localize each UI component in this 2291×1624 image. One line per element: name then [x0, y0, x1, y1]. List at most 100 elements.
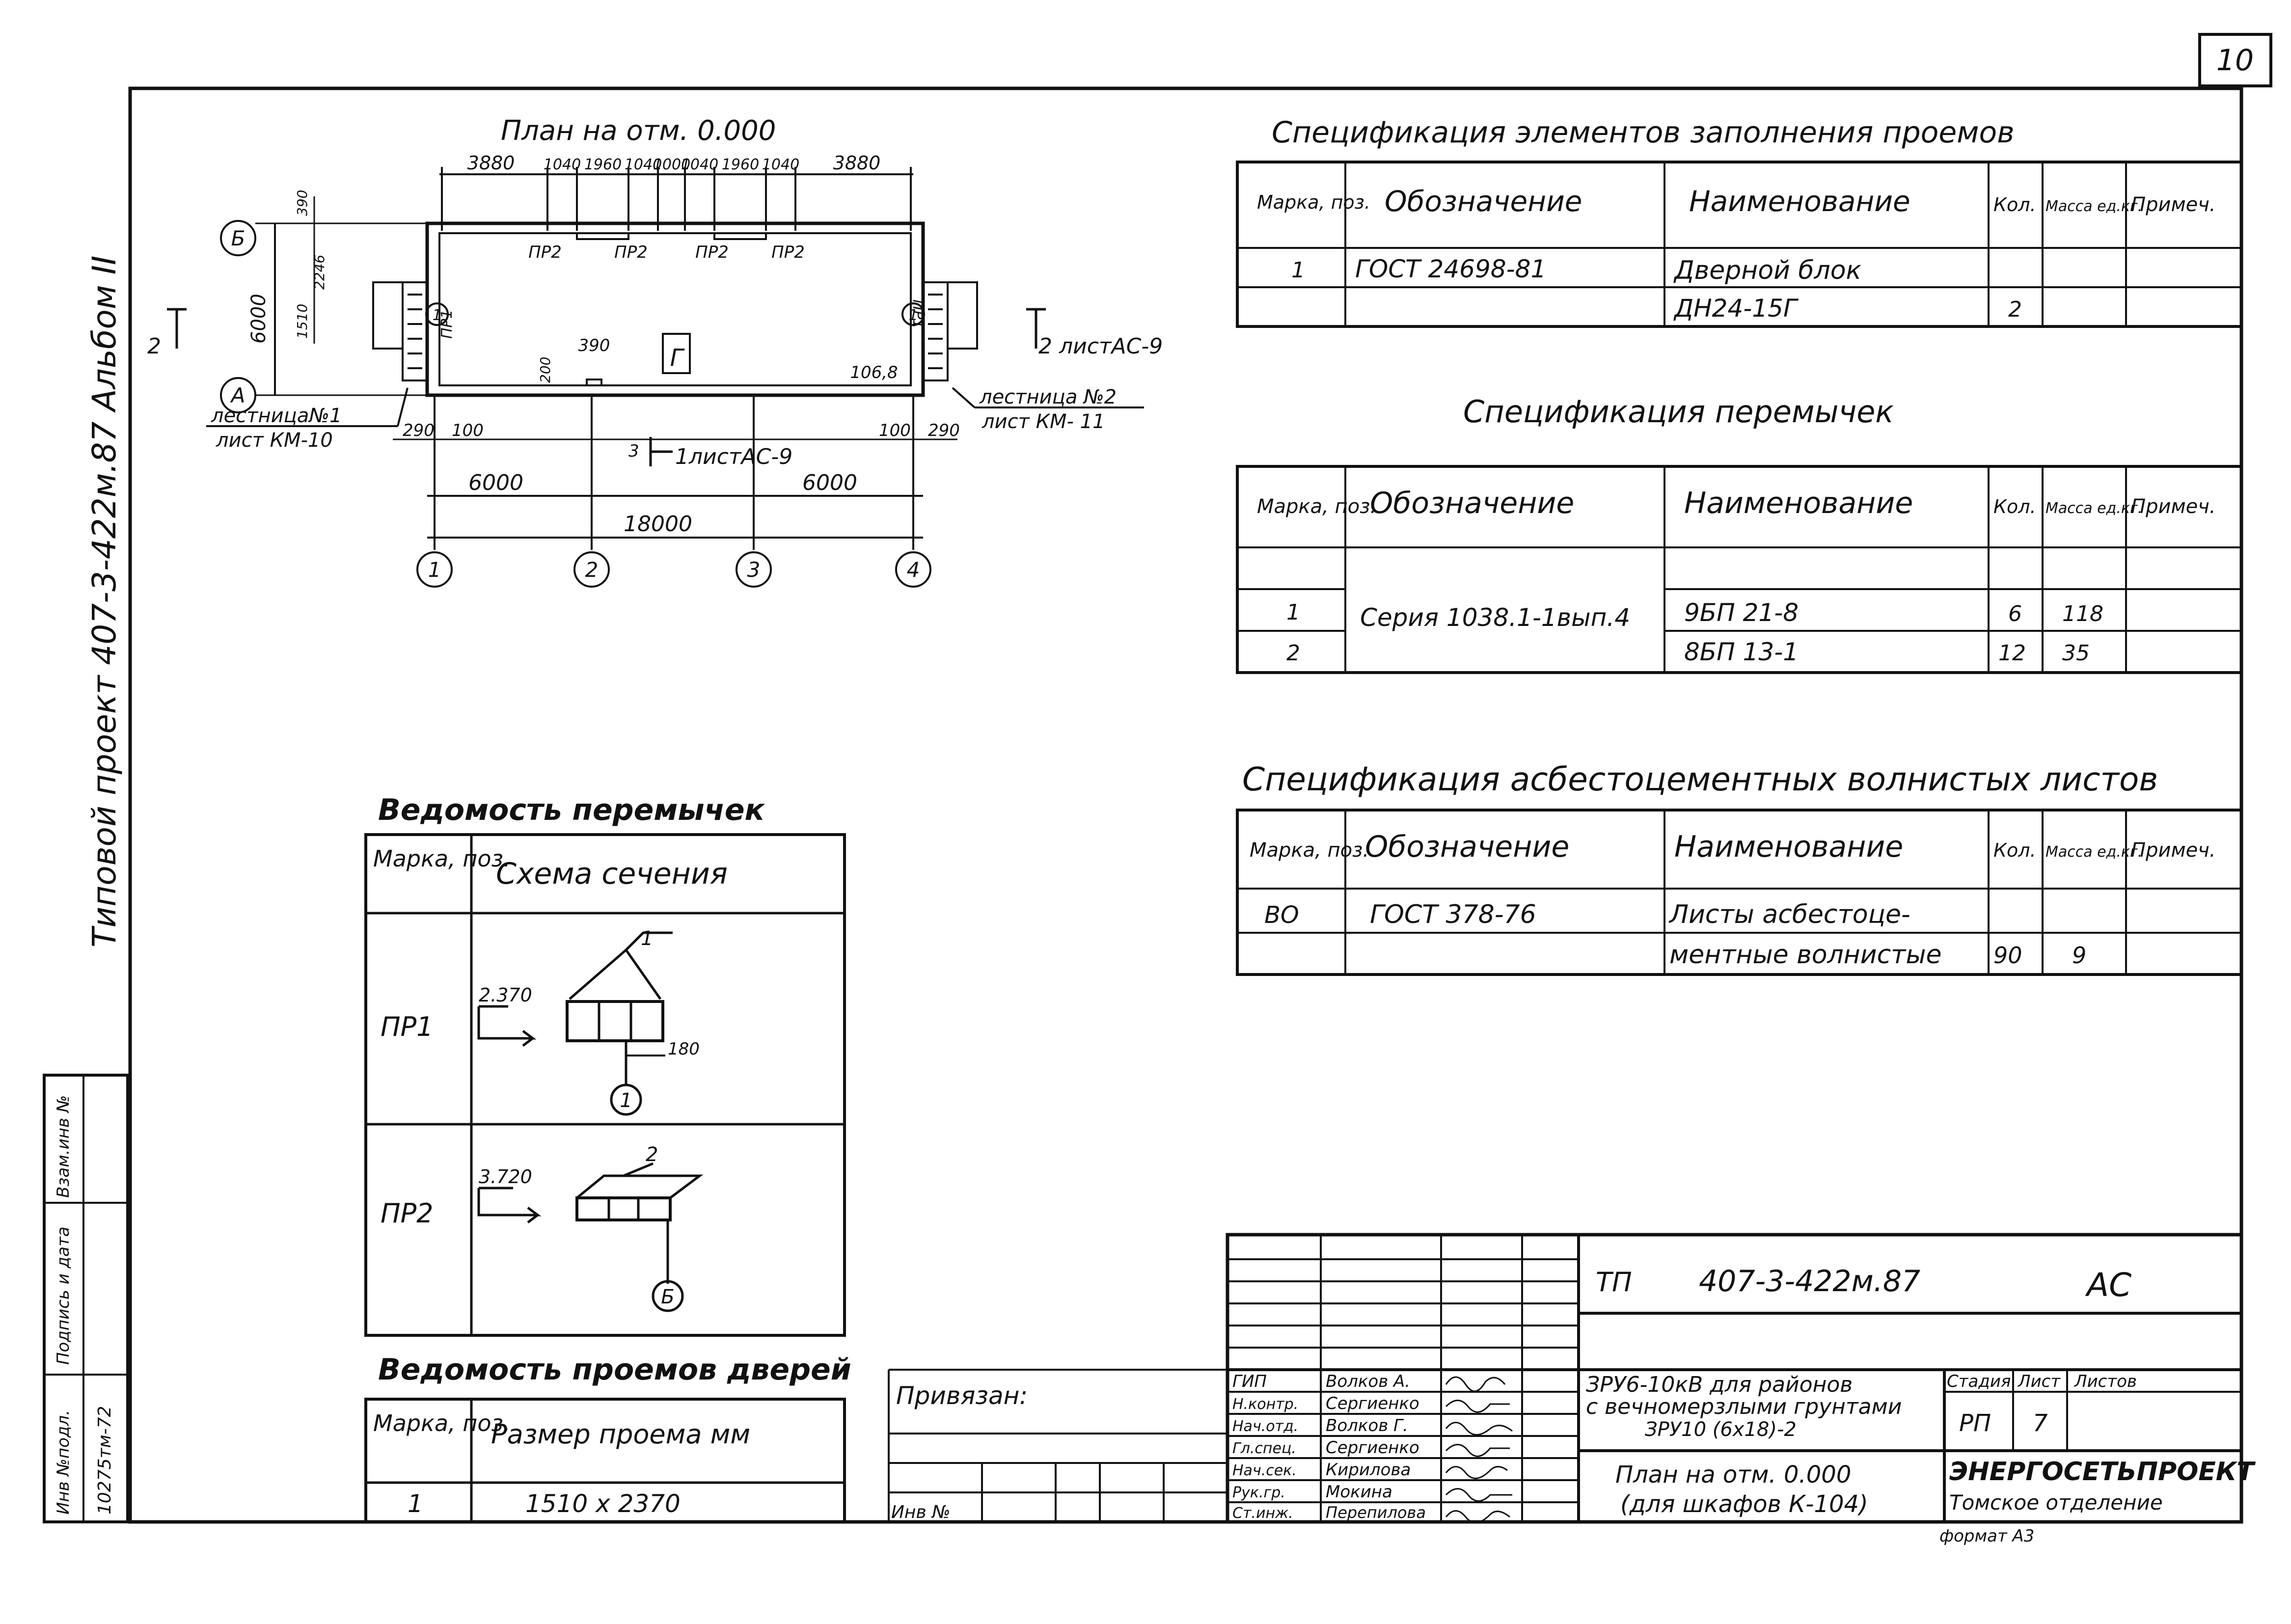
lintel-pr1-dim: 180 [668, 1039, 700, 1059]
sheets-h-qty: Кол. [1993, 839, 2036, 861]
fill-h-note: Примеч. [2131, 193, 2216, 216]
left-dim-2246: 2246 [311, 255, 327, 290]
lint-h-mass: Масса ед.кг. [2046, 500, 2142, 517]
side-label-inv: Инв №подл. [54, 1410, 73, 1515]
top-dim-4: 1040 [625, 156, 662, 173]
lintel-mark-1: ПР2 [528, 243, 562, 262]
tb-role-7: Ст.инж. [1232, 1505, 1293, 1522]
binding-label: Привязан: [896, 1381, 1028, 1410]
spec-fill-title: Спецификация элементов заполнения проемо… [1272, 115, 2015, 150]
left-dim-1510: 1510 [294, 304, 310, 339]
lintel-h-mark: Марка, поз. [373, 845, 511, 872]
lint-h-mark: Марка, поз. [1257, 495, 1376, 518]
plan-title: План на отм. 0.000 [501, 115, 776, 147]
inner-dim-106: 106,8 [850, 363, 898, 382]
tb-branch: Томское отделение [1949, 1490, 2163, 1515]
fill-h-mass: Масса ед.кг. [2046, 198, 2142, 215]
tb-code-prefix: ТП [1596, 1267, 1632, 1298]
inner-dim-200: 200 [537, 357, 553, 383]
top-dim-6: 1040 [681, 156, 718, 173]
tb-org: ЭНЕРГОСЕТЬПРОЕКТ [1949, 1457, 2256, 1487]
small-dim-4: 290 [928, 421, 960, 440]
top-dim-8: 1040 [762, 156, 799, 173]
sheets-r1-name: Листы асбестоце- [1668, 900, 1910, 929]
side-inv-value: 10275тм-72 [95, 1406, 115, 1515]
top-dim-2: 1040 [544, 156, 581, 173]
lint-r2-qty: 12 [1998, 641, 2026, 666]
lintel-list-title: Ведомость перемычек [378, 793, 765, 827]
tb-person-5: Кирилова [1326, 1460, 1411, 1480]
sheet-frame: 10 [128, 33, 2272, 1524]
door-list: Ведомость проемов дверей Марка, поз. Раз… [364, 1353, 851, 1523]
tb-sheets-h: Листов [2073, 1372, 2137, 1391]
lintel-pr1-axis: 1 [620, 1089, 632, 1112]
small-dim-3: 100 [879, 421, 911, 440]
tb-code: 407-3-422м.87 [1699, 1264, 1920, 1299]
lint-r1-mark: 1 [1286, 600, 1300, 625]
tb-person-7: Перепилова [1326, 1503, 1426, 1522]
section-bottom-ref: 1листАС-9 [675, 444, 792, 469]
title-block: ТП 407-3-422м.87 АС ГИП Волков А. Н.конт… [1226, 1233, 2256, 1546]
door-r1-mark: 1 [408, 1489, 423, 1518]
lint-r1-name: 9БП 21-8 [1684, 598, 1799, 627]
tb-sheet-name-1: План на отм. 0.000 [1615, 1461, 1851, 1489]
sheets-r1-desig: ГОСТ 378-76 [1370, 900, 1536, 929]
fill-r2-name: ДН24-15Г [1673, 294, 1799, 323]
bottom-dim-1: 6000 [468, 470, 523, 495]
tb-sheet-h: Лист [2017, 1372, 2061, 1391]
left-dim-6000: 6000 [247, 294, 270, 344]
top-dim-5: 1000 [653, 156, 690, 173]
bottom-dim-2: 6000 [802, 470, 857, 495]
fill-r1-mark: 1 [1291, 258, 1305, 283]
top-dim-7: 1960 [722, 156, 759, 173]
sheets-h-name: Наименование [1674, 830, 1903, 864]
left-dim-390: 390 [294, 190, 310, 216]
small-dim-2: 100 [452, 421, 484, 440]
axis-col-3: 3 [747, 558, 761, 582]
signatures [1445, 1376, 1513, 1523]
lintel-pr1-level: 2.370 [479, 984, 532, 1006]
axis-col-1: 1 [428, 558, 441, 582]
tb-person-6: Мокина [1326, 1482, 1392, 1502]
side-stamp: Типовой проект 407-3-422м.87 Альбом II [85, 255, 123, 947]
lintel-pr2-leader: 2 [646, 1143, 658, 1166]
stair-left [372, 281, 428, 381]
axis-row-a: А [230, 383, 245, 407]
lintel-pr2-mark: ПР2 [381, 1198, 434, 1229]
lintel-pr2-axis: Б [661, 1286, 674, 1308]
stair-right [922, 281, 978, 381]
inner-dim-390: 390 [578, 336, 610, 355]
lintel-pr2-level: 3.720 [479, 1166, 532, 1188]
top-dim-9: 3880 [833, 152, 881, 174]
spec-sheets-table: Спецификация асбестоцементных волнистых … [1236, 760, 2243, 976]
fill-r2-qty: 2 [2008, 297, 2022, 322]
sheets-r2-qty: 90 [1993, 942, 2022, 969]
fill-h-desig: Обозначение [1385, 185, 1582, 218]
section-left: 2 [147, 334, 161, 359]
lintel-mark-3: ПР2 [695, 243, 729, 262]
door-mark-right: 1 [908, 307, 918, 324]
sheets-h-note: Примеч. [2131, 839, 2216, 862]
spec-fill-table: Спецификация элементов заполнения проемо… [1236, 115, 2243, 328]
sheets-h-mark: Марка, поз. [1250, 839, 1369, 862]
sheets-h-mass: Масса ед.кг. [2046, 843, 2142, 861]
fill-r1-name: Дверной блок [1673, 256, 1862, 285]
axis-row-b: Б [231, 226, 245, 250]
spec-lintels-table: Спецификация перемычек Марка, поз. Обозн… [1236, 394, 2243, 674]
fill-h-name: Наименование [1689, 185, 1910, 218]
lint-r2-mass: 35 [2062, 641, 2090, 666]
lint-r1-mass: 118 [2062, 601, 2103, 626]
axis-col-4: 4 [907, 558, 920, 582]
lint-h-name: Наименование [1684, 486, 1913, 520]
tb-person-3: Волков Г. [1326, 1416, 1408, 1435]
lint-r2-name: 8БП 13-1 [1684, 638, 1799, 666]
lintel-pr1-mark: ПР1 [381, 1011, 434, 1042]
fill-r1-desig: ГОСТ 24698-81 [1355, 255, 1546, 283]
axis-col-2: 2 [585, 558, 599, 582]
tb-stage-h: Стадия [1947, 1372, 2011, 1391]
tb-sheet: 7 [2033, 1409, 2048, 1437]
stair2-label: лестница №2 [979, 386, 1117, 408]
stair1-label: лестница№1 [211, 405, 342, 427]
sheets-r1-mark: ВО [1264, 901, 1299, 929]
lint-h-desig: Обозначение [1370, 486, 1574, 520]
